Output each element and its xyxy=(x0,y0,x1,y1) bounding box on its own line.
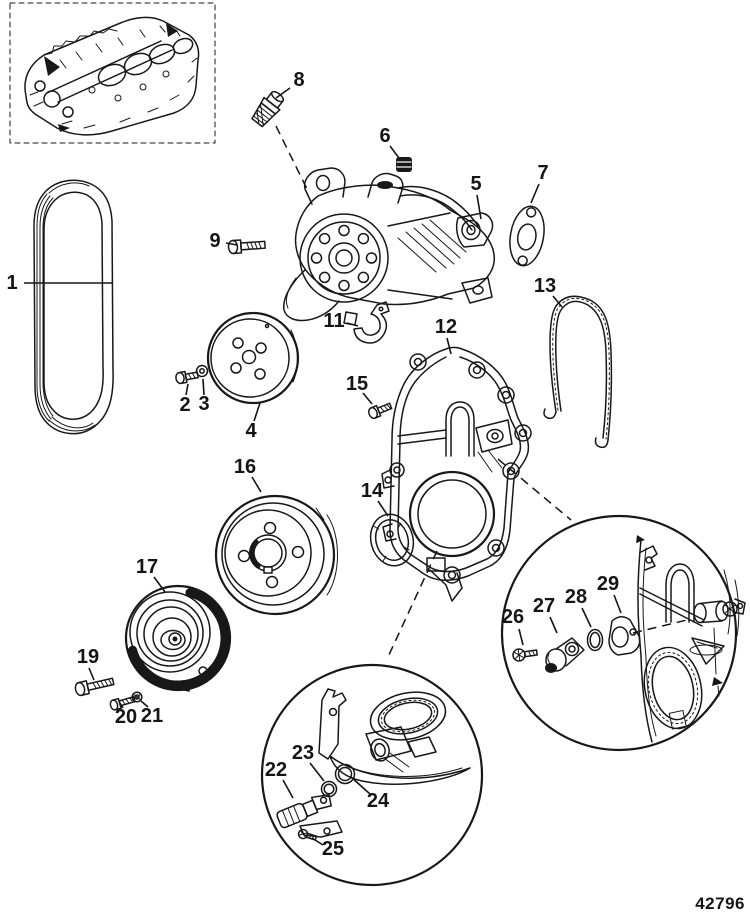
connector-layer xyxy=(275,125,692,658)
bracket-11 xyxy=(353,301,390,344)
callout-label-17: 17 xyxy=(136,556,158,578)
callout-leader-28 xyxy=(581,607,592,628)
callout-leader-12 xyxy=(446,337,452,355)
callout-leader-23 xyxy=(309,762,325,782)
installed-sensor xyxy=(693,598,746,624)
callout-leader-24 xyxy=(350,776,371,795)
callout-leader-17 xyxy=(153,576,166,593)
plug-6 xyxy=(396,157,412,172)
callout-leader-20 xyxy=(119,702,124,709)
washer-3 xyxy=(195,364,209,378)
callout-leader-26 xyxy=(518,628,524,646)
callout-leader-25 xyxy=(311,837,324,846)
callout-label-19: 19 xyxy=(77,646,99,668)
callout-label-28: 28 xyxy=(565,586,587,608)
callout-leader-19 xyxy=(88,667,95,681)
engine-block-inset xyxy=(9,2,216,144)
callout-leader-9 xyxy=(225,242,238,246)
seal-14 xyxy=(369,513,415,567)
callout-leader-15 xyxy=(362,392,373,405)
callout-label-26: 26 xyxy=(502,606,524,628)
callout-label-12: 12 xyxy=(435,316,457,338)
timing-cover-gasket xyxy=(543,295,613,449)
cover-seal-ring xyxy=(369,691,447,741)
bolt-2 xyxy=(175,370,199,385)
serpentine-belt xyxy=(33,179,114,435)
callout-leader-4 xyxy=(253,402,261,422)
detail-circle-bottom xyxy=(260,663,484,887)
callout-label-2: 2 xyxy=(179,394,190,416)
callout-leader-2 xyxy=(185,383,189,396)
crank-pulley-17 xyxy=(124,584,232,692)
callout-leader-16 xyxy=(251,476,262,493)
callout-leader-21 xyxy=(140,700,149,708)
bolt-15 xyxy=(368,402,393,420)
assembly-connector-0 xyxy=(275,125,308,190)
callout-label-1: 1 xyxy=(6,272,17,294)
cover-bore-edge xyxy=(643,646,703,730)
o-ring-28 xyxy=(586,628,604,652)
callout-leader-6 xyxy=(389,145,400,159)
assembly-connector-2 xyxy=(497,458,572,521)
callout-leader-3 xyxy=(202,378,205,396)
water-pump-pulley xyxy=(206,311,300,405)
sensor-27 xyxy=(545,637,585,673)
balancer-pulley-16 xyxy=(214,494,338,616)
nut-21 xyxy=(131,691,143,703)
callout-label-16: 16 xyxy=(234,456,256,478)
callout-label-3: 3 xyxy=(198,393,209,415)
callout-leader-14 xyxy=(377,500,389,517)
callout-leader-27 xyxy=(549,616,558,634)
assembly-connector-1 xyxy=(387,550,438,658)
fitting-8 xyxy=(251,90,285,128)
gasket-29 xyxy=(608,616,641,656)
timing-cover xyxy=(381,346,532,602)
callout-label-11: 11 xyxy=(323,310,344,332)
callout-leader-11 xyxy=(346,322,359,327)
callout-leader-8 xyxy=(275,87,291,99)
bolt-9 xyxy=(227,239,266,255)
callout-label-7: 7 xyxy=(537,162,548,184)
screw-26 xyxy=(512,648,538,662)
callout-label-8: 8 xyxy=(293,69,304,91)
detail-circle-right xyxy=(500,514,746,752)
callout-label-6: 6 xyxy=(379,125,390,147)
callout-leader-5 xyxy=(476,194,482,220)
callout-leader-29 xyxy=(613,594,622,614)
sensor-22 xyxy=(276,794,332,829)
o-ring-24 xyxy=(334,763,356,785)
callout-label-27: 27 xyxy=(533,595,555,617)
assembly-connector-3 xyxy=(632,618,692,634)
bolt-19 xyxy=(74,677,115,697)
callout-label-25: 25 xyxy=(322,838,344,860)
callout-label-14: 14 xyxy=(361,480,384,502)
drawing-number: 42796 xyxy=(695,894,745,913)
gasket-7 xyxy=(509,205,545,267)
callout-label-5: 5 xyxy=(470,173,481,195)
callout-label-20: 20 xyxy=(115,706,137,728)
callout-label-29: 29 xyxy=(597,573,619,595)
callout-label-23: 23 xyxy=(292,742,314,764)
callout-label-24: 24 xyxy=(367,790,390,812)
callout-label-22: 22 xyxy=(265,759,287,781)
callout-label-21: 21 xyxy=(141,705,163,727)
callout-label-15: 15 xyxy=(346,373,368,395)
water-pump xyxy=(283,167,496,326)
callout-leader-13 xyxy=(552,295,563,308)
callout-label-13: 13 xyxy=(534,275,556,297)
callout-leader-22 xyxy=(282,779,294,799)
callout-label-9: 9 xyxy=(209,230,220,252)
callout-label-4: 4 xyxy=(245,420,257,442)
callout-leader-7 xyxy=(530,183,540,204)
